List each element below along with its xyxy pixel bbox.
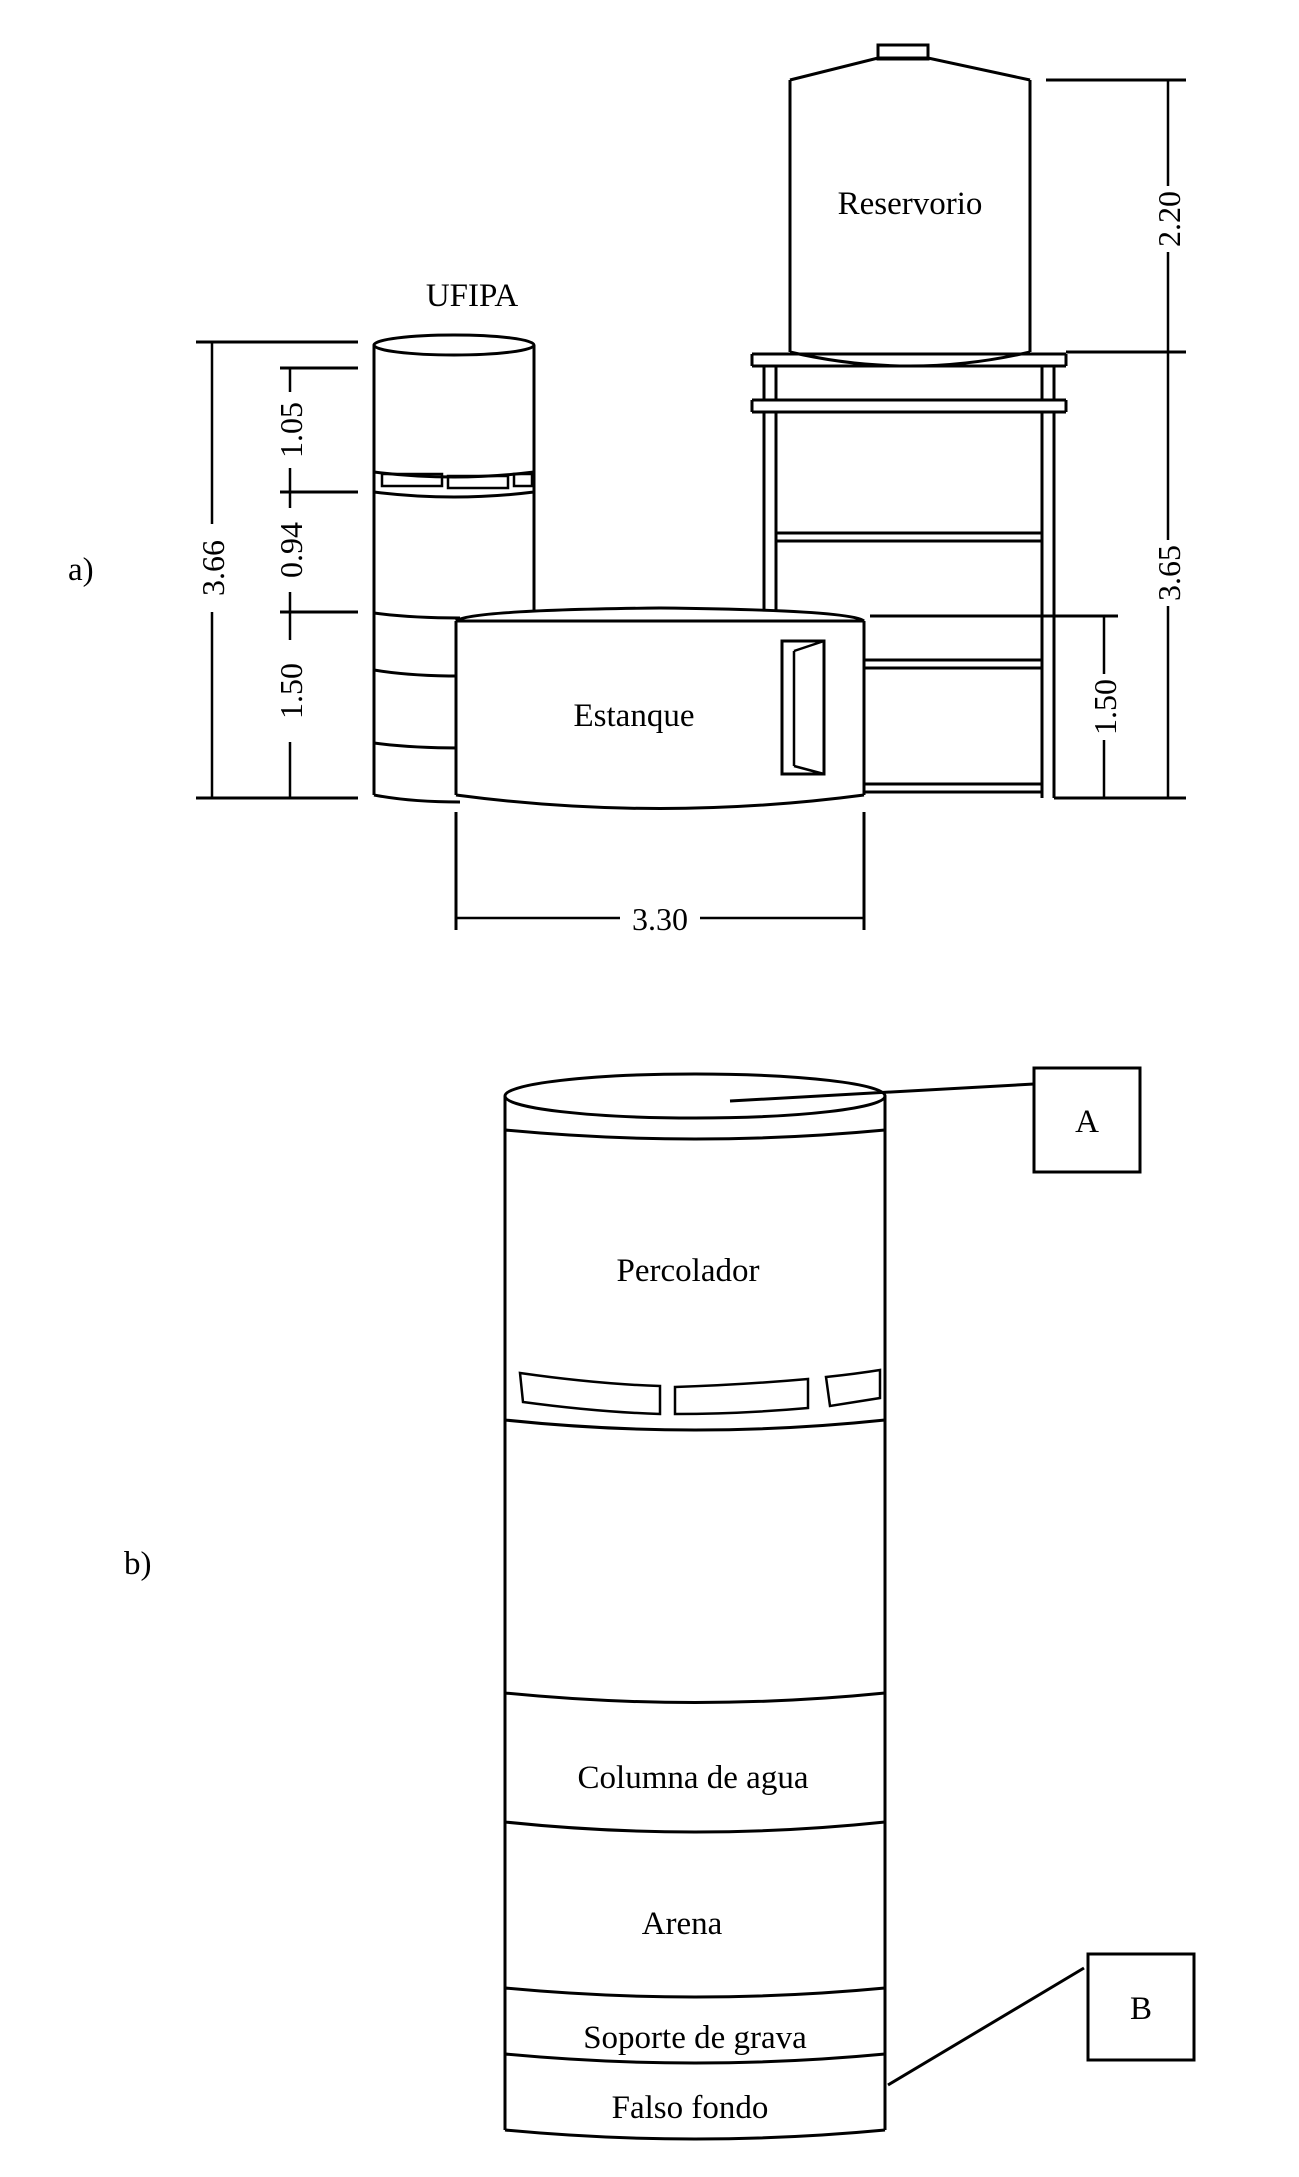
- callout-a: [729, 1066, 1142, 1174]
- layer-falso-fondo-label: Falso fondo: [612, 2090, 769, 2126]
- callout-a-label: A: [1075, 1104, 1099, 1140]
- ufipa-label: UFIPA: [426, 278, 518, 314]
- panel-a-label: a): [68, 552, 94, 588]
- dim-tower-height-value: 3.65: [1151, 545, 1187, 601]
- dim-estanque-width: [454, 812, 866, 930]
- tower-frame: [750, 352, 1068, 798]
- dim-ufipa-top-value: 1.05: [273, 402, 309, 458]
- dim-total-height-value: 3.66: [195, 540, 231, 596]
- reservorio-label: Reservorio: [838, 186, 983, 222]
- layer-columna-label: Columna de agua: [578, 1760, 809, 1796]
- dim-reservorio-height-value: 2.20: [1151, 191, 1187, 247]
- dim-ufipa-segments: [280, 366, 358, 798]
- callout-b: [887, 1952, 1196, 2087]
- percolador-slots: [518, 1368, 882, 1416]
- layer-soporte-label: Soporte de grava: [583, 2020, 807, 2056]
- estanque-tank: [454, 606, 866, 810]
- callout-b-label: B: [1130, 1991, 1152, 2027]
- dim-right-side: [870, 78, 1186, 800]
- estanque-label: Estanque: [574, 698, 695, 734]
- panel-b-label: b): [124, 1546, 152, 1582]
- dim-ufipa-bottom-value: 1.50: [273, 663, 309, 719]
- layer-arena-label: Arena: [642, 1906, 723, 1942]
- dim-ufipa-mid-value: 0.94: [273, 522, 309, 578]
- layer-percolador-label: Percolador: [617, 1253, 760, 1289]
- ufipa-column: [372, 333, 536, 804]
- dim-estanque-height-value: 1.50: [1087, 679, 1123, 735]
- filter-column: [503, 1072, 887, 2141]
- dim-estanque-width-value: 3.30: [632, 901, 688, 937]
- dim-total-height: [196, 340, 358, 800]
